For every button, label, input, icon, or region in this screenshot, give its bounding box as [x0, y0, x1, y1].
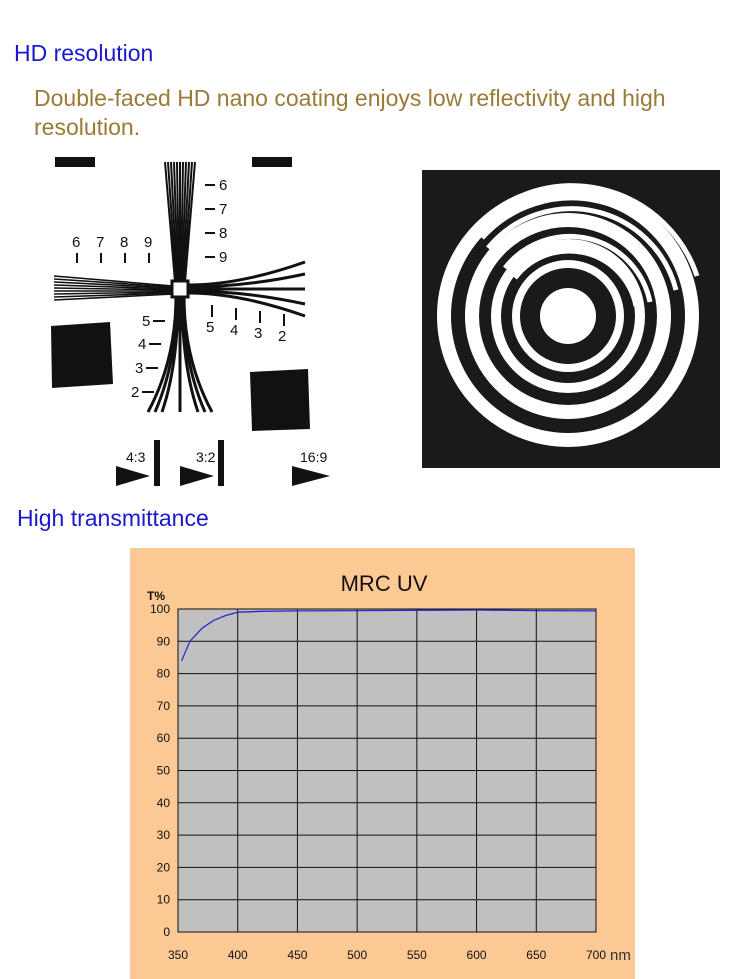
label: 3: [254, 325, 262, 342]
label: 4: [230, 322, 238, 339]
vertical-wedge-top: [164, 161, 196, 283]
high-transmittance-heading: High transmittance: [17, 505, 209, 531]
y-axis-label: T%: [147, 589, 165, 603]
label: 7: [219, 201, 227, 218]
center-square: [170, 279, 190, 299]
label: 7: [96, 234, 104, 251]
slanted-square-left: [51, 322, 113, 388]
x-tick-label: 650: [526, 948, 546, 962]
slanted-square-right: [250, 369, 310, 431]
concentric-ring-target: [408, 170, 736, 468]
label: 8: [219, 225, 227, 242]
horizontal-top-labels: 6 7 8 9: [72, 234, 152, 263]
calibration-bar-right: [252, 157, 292, 167]
resolution-test-pattern: 6 7 8 9 6 7 8 9 5 4 3 2 5 4 3 2 4:3 3:2 …: [51, 157, 736, 486]
vertical-left-labels: 5 4 3 2: [131, 313, 165, 401]
label: 9: [144, 234, 152, 251]
y-tick-label: 70: [157, 699, 171, 713]
x-tick-label: 400: [228, 948, 248, 962]
label: 2: [278, 328, 286, 345]
horizontal-wedge-right: [187, 260, 306, 318]
y-tick-label: 0: [163, 925, 170, 939]
label: 5: [206, 319, 214, 336]
chart-frame: [130, 548, 635, 979]
aspect-ratio-markers: 4:3 3:2 16:9: [116, 440, 330, 486]
y-tick-label: 20: [157, 860, 171, 874]
y-tick-label: 10: [157, 893, 171, 907]
vertical-scale-labels: 6 7 8 9: [205, 177, 227, 266]
label: 6: [219, 177, 227, 194]
horizontal-bottom-labels: 5 4 3 2: [206, 305, 286, 345]
x-tick-label: 500: [347, 948, 367, 962]
label: 6: [72, 234, 80, 251]
vertical-wedge-bottom: [146, 295, 214, 413]
aspect-label: 3:2: [196, 449, 216, 465]
label: 4: [138, 336, 146, 353]
coating-description: Double-faced HD nano coating enjoys low …: [34, 85, 666, 140]
y-tick-label: 80: [157, 667, 171, 681]
x-tick-label: 600: [467, 948, 487, 962]
x-tick-label: 700: [586, 948, 606, 962]
y-tick-label: 60: [157, 731, 171, 745]
label: 2: [131, 384, 139, 401]
calibration-bar-left: [55, 157, 95, 167]
x-axis-unit: nm: [610, 947, 631, 964]
horizontal-wedge-left: [53, 275, 174, 301]
hd-resolution-heading: HD resolution: [14, 40, 154, 66]
chart-title: MRC UV: [341, 571, 428, 596]
x-tick-label: 450: [287, 948, 307, 962]
y-tick-label: 40: [157, 796, 171, 810]
aspect-label: 16:9: [300, 449, 327, 465]
x-tick-label: 350: [168, 948, 188, 962]
label: 3: [135, 360, 143, 377]
label: 5: [142, 313, 150, 330]
label: 9: [219, 249, 227, 266]
y-tick-label: 90: [157, 634, 171, 648]
y-tick-label: 30: [157, 828, 171, 842]
edge-ticks: [408, 296, 736, 334]
aspect-label: 4:3: [126, 449, 146, 465]
y-tick-label: 50: [157, 764, 171, 778]
plot-area: [177, 608, 597, 933]
transmittance-line: [181, 609, 597, 661]
y-tick-label: 100: [150, 602, 170, 616]
x-tick-label: 550: [407, 948, 427, 962]
label: 8: [120, 234, 128, 251]
